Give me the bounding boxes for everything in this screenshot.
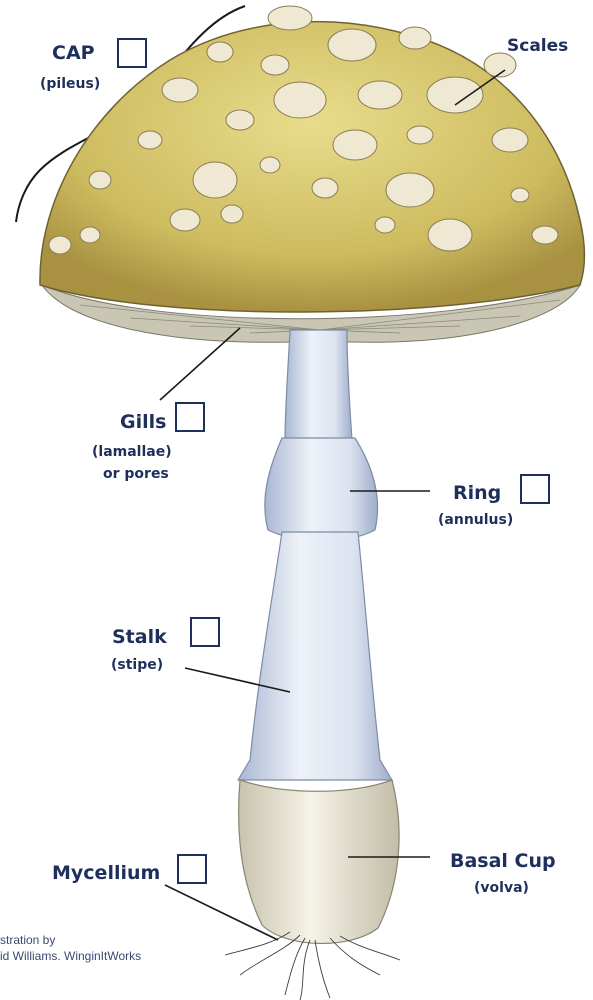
mycellium-label: Mycellium	[52, 862, 160, 884]
credit-line-2: id Williams. WinginItWorks	[0, 948, 141, 964]
gills-label: Gills	[120, 411, 166, 433]
cap-label: CAP	[52, 42, 95, 64]
stalk-answer-box[interactable]	[190, 617, 220, 647]
gills-answer-box[interactable]	[175, 402, 205, 432]
stalk-sublabel: (stipe)	[111, 657, 163, 673]
stalk-label: Stalk	[112, 626, 167, 648]
ring-label: Ring	[453, 482, 501, 504]
illustration-credit: stration by id Williams. WinginItWorks	[0, 932, 141, 964]
basal-cup-label: Basal Cup	[450, 850, 556, 872]
gills-sublabel: (lamallae)	[92, 444, 172, 460]
ring-answer-box[interactable]	[520, 474, 550, 504]
gills-sublabel-2: or pores	[103, 466, 169, 482]
credit-line-1: stration by	[0, 932, 141, 948]
cap-answer-box[interactable]	[117, 38, 147, 68]
mycellium-answer-box[interactable]	[177, 854, 207, 884]
lower-stalk	[238, 532, 392, 780]
ring-annulus	[265, 438, 378, 541]
basal-cup-sublabel: (volva)	[474, 880, 529, 896]
upper-stalk	[285, 330, 352, 440]
cap-sublabel: (pileus)	[40, 76, 100, 92]
basal-cup-volva	[239, 780, 399, 943]
scales-label: Scales	[507, 36, 568, 56]
ring-sublabel: (annulus)	[438, 512, 513, 528]
